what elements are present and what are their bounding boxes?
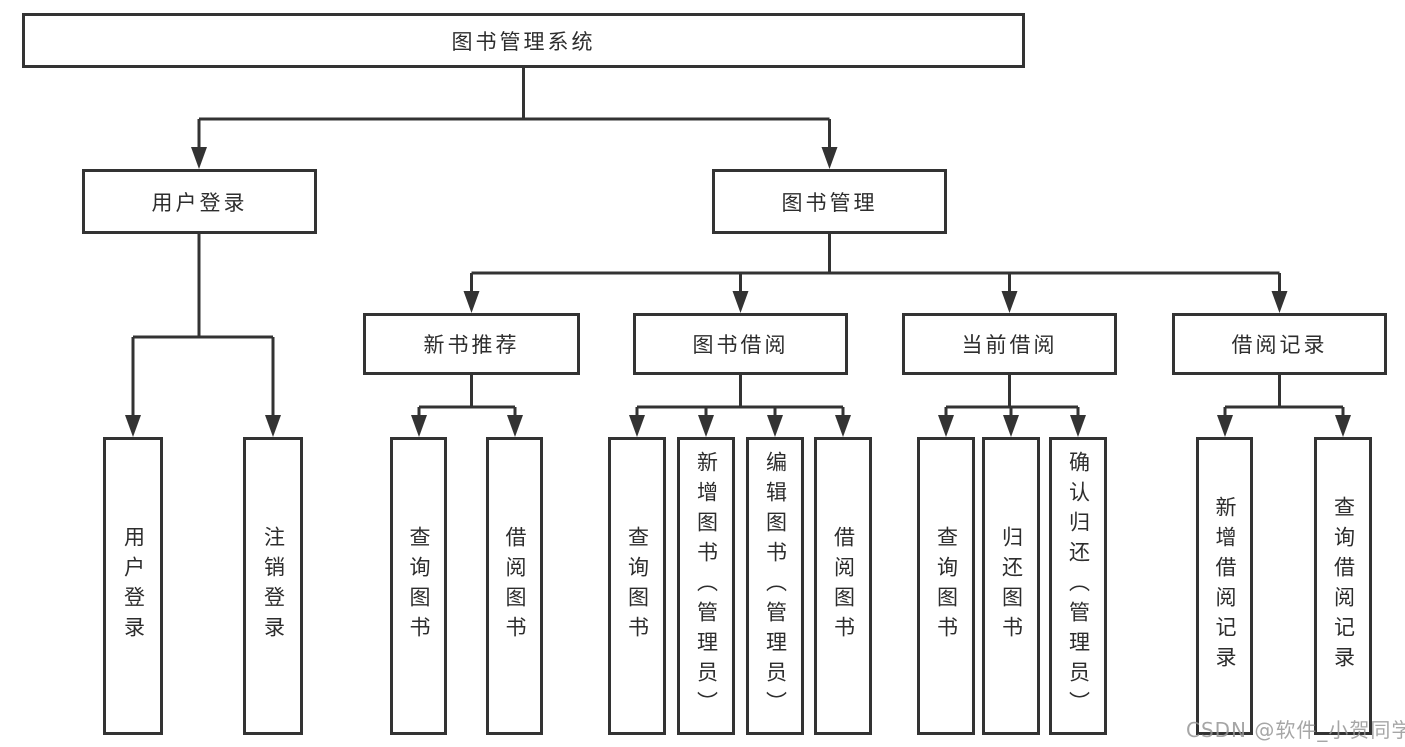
leaf-records-query-record-label: 查询借阅记录: [1331, 496, 1356, 676]
leaf-borrow-add-books-admin-label: 新增图书（管理员）: [694, 451, 719, 721]
node-root: 图书管理系统: [22, 13, 1025, 68]
node-user-login: 用户登录: [82, 169, 317, 234]
leaf-current-return-books: 归还图书: [982, 437, 1040, 735]
node-user-login-label: 用户登录: [151, 190, 248, 215]
leaf-current-confirm-return-admin-label: 确认归还（管理员）: [1066, 451, 1091, 721]
leaf-logout-label: 注销登录: [261, 526, 286, 646]
node-book-management: 图书管理: [712, 169, 947, 234]
leaf-recommend-query-books: 查询图书: [390, 437, 447, 735]
node-new-book-recommend: 新书推荐: [363, 313, 580, 375]
node-root-label: 图书管理系统: [451, 29, 596, 54]
leaf-user-login-label: 用户登录: [121, 526, 146, 646]
node-current-borrow: 当前借阅: [902, 313, 1117, 375]
leaf-borrow-edit-books-admin: 编辑图书（管理员）: [746, 437, 804, 735]
node-book-borrow: 图书借阅: [633, 313, 848, 375]
watermark: CSDN @软件_小贺同学: [1186, 718, 1405, 742]
leaf-borrow-borrow-books-label: 借阅图书: [831, 526, 856, 646]
leaf-current-query-books-label: 查询图书: [934, 526, 959, 646]
node-borrow-records-label: 借阅记录: [1231, 333, 1328, 357]
leaf-borrow-query-books: 查询图书: [608, 437, 666, 735]
leaf-borrow-borrow-books: 借阅图书: [814, 437, 872, 735]
leaf-borrow-query-books-label: 查询图书: [625, 526, 650, 646]
leaf-borrow-edit-books-admin-label: 编辑图书（管理员）: [763, 451, 788, 721]
node-new-book-recommend-label: 新书推荐: [423, 333, 520, 357]
leaf-records-add-record-label: 新增借阅记录: [1213, 496, 1237, 676]
leaf-records-add-record: 新增借阅记录: [1196, 437, 1253, 735]
arrowheads: [125, 147, 1351, 437]
leaf-current-confirm-return-admin: 确认归还（管理员）: [1049, 437, 1107, 735]
node-book-borrow-label: 图书借阅: [692, 333, 789, 357]
leaf-user-login: 用户登录: [103, 437, 163, 735]
leaf-borrow-add-books-admin: 新增图书（管理员）: [677, 437, 735, 735]
node-current-borrow-label: 当前借阅: [961, 333, 1058, 357]
leaf-current-return-books-label: 归还图书: [999, 526, 1024, 646]
node-book-management-label: 图书管理: [781, 190, 878, 215]
leaf-logout: 注销登录: [243, 437, 303, 735]
leaf-recommend-query-books-label: 查询图书: [407, 526, 431, 646]
leaf-current-query-books: 查询图书: [917, 437, 975, 735]
leaf-records-query-record: 查询借阅记录: [1314, 437, 1372, 735]
node-borrow-records: 借阅记录: [1172, 313, 1387, 375]
leaf-recommend-borrow-books-label: 借阅图书: [503, 526, 527, 646]
leaf-recommend-borrow-books: 借阅图书: [486, 437, 543, 735]
